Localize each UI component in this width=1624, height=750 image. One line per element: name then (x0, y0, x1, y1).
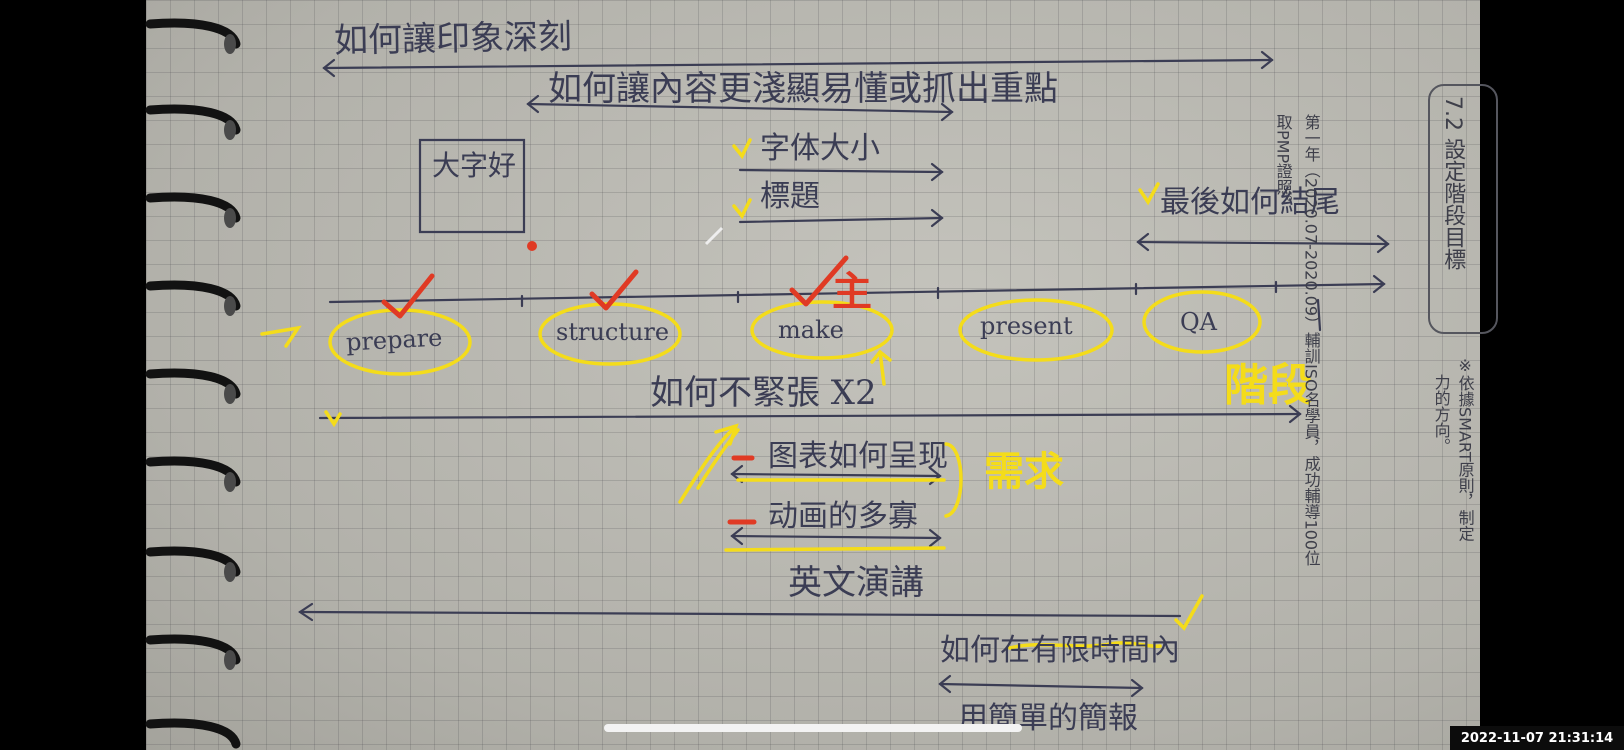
book-bullet-line-2: 力的方向。 (1431, 374, 1451, 454)
annotation-main: 主 (832, 269, 872, 315)
stage-qa: QA (1180, 308, 1218, 336)
red-dot (527, 241, 537, 251)
note-title: 如何讓印象深刻 (333, 16, 573, 62)
highlighter-marks (260, 138, 1262, 650)
book-section-title: 7.2 設定階段目標 (1440, 96, 1466, 270)
note-chart: 图表如何呈现 (768, 439, 948, 474)
stage-make: make (778, 316, 844, 344)
note-ending: 最後如何結尾 (1160, 185, 1340, 220)
book-bullet-line: ※依據SMART原則，制定 (1455, 356, 1475, 542)
note-heading: 標題 (760, 179, 820, 214)
note-font-size: 字体大小 (760, 131, 880, 166)
stage-present: present (980, 312, 1073, 340)
camera-timestamp: 2022-11-07 21:31:14 (1450, 726, 1624, 750)
note-box-label: 大字好 (432, 149, 517, 182)
note-animation: 动画的多寡 (768, 499, 918, 534)
home-indicator-bar[interactable] (604, 724, 1022, 732)
spiral-binding (145, 18, 241, 749)
note-english-speech: 英文演講 (788, 563, 924, 603)
note-subtitle: 如何讓內容更淺顯易懂或抓出重點 (548, 69, 1058, 109)
ink-arrows (298, 50, 1390, 698)
annotation-phase: 階段 (1224, 360, 1312, 411)
pencil-mark (704, 226, 724, 246)
section-tab (1428, 84, 1498, 334)
spiral-holes (224, 34, 236, 670)
red-checkmarks (381, 255, 849, 525)
annotation-needs: 需求 (984, 449, 1064, 495)
stage-prepare: prepare (345, 323, 444, 357)
notebook-page (146, 0, 1480, 750)
note-limited-time: 如何在有限時間內 (940, 633, 1180, 668)
stage-structure: structure (556, 318, 670, 346)
book-side-line-1: 第一年（2020.07-2020.09）輔訓ISO名學員，成功輔導100位 (1301, 114, 1321, 567)
book-side-line-2: 取PMP證照。 (1273, 114, 1293, 212)
note-no-nerves: 如何不緊張 X2 (650, 373, 877, 413)
